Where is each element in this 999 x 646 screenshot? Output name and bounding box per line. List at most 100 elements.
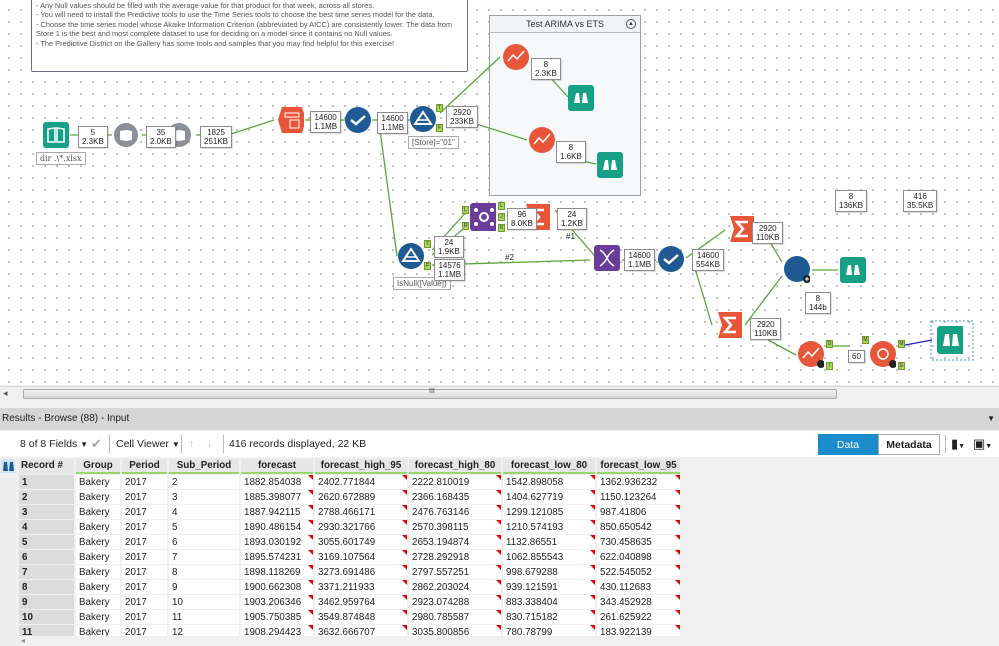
table-cell[interactable]: 2017	[122, 610, 167, 624]
column-header[interactable]: forecast_high_80	[409, 459, 501, 474]
table-cell[interactable]: Bakery	[76, 625, 120, 639]
table-cell[interactable]: Bakery	[76, 610, 120, 624]
d-anchor[interactable]: D	[826, 340, 833, 348]
table-cell[interactable]: 1210.574193	[503, 520, 595, 534]
table-cell[interactable]: 8	[169, 565, 239, 579]
table-cell[interactable]: 830.715182	[503, 610, 595, 624]
true-anchor[interactable]: T	[424, 240, 431, 248]
table-cell[interactable]: 2620.672889	[315, 490, 407, 504]
table-cell[interactable]: Bakery	[76, 595, 120, 609]
join-right-anchor[interactable]: R	[462, 222, 469, 230]
table-cell[interactable]: 1362.936232	[597, 475, 680, 489]
ts-compare-tool[interactable]	[870, 341, 896, 368]
table-cell[interactable]: 2017	[122, 580, 167, 594]
browse-tool-2[interactable]	[597, 152, 623, 178]
table-cell[interactable]: 430.112683	[597, 580, 680, 594]
table-cell[interactable]: 3632.666707	[315, 625, 407, 639]
column-header[interactable]: Record #	[19, 459, 74, 474]
table-cell[interactable]: 3	[169, 490, 239, 504]
table-cell[interactable]: 2222.810019	[409, 475, 501, 489]
summarize-tool-3[interactable]	[716, 312, 742, 338]
column-header[interactable]: Sub_Period	[169, 459, 239, 474]
summarize-tool-2[interactable]	[728, 216, 754, 242]
table-cell[interactable]: 1132.86551	[503, 535, 595, 549]
table-cell[interactable]: 4	[169, 505, 239, 519]
record-number-cell[interactable]: 4	[19, 520, 74, 534]
table-cell[interactable]: 1885.398077	[241, 490, 313, 504]
table-cell[interactable]: 5	[169, 520, 239, 534]
workflow-canvas[interactable]: - Any Null values should be filled with …	[0, 0, 999, 385]
join-j-output[interactable]: J	[498, 213, 505, 221]
column-header[interactable]: Group	[76, 459, 120, 474]
join-left-anchor[interactable]: L	[462, 206, 469, 214]
copy-icon[interactable]: ▮▼	[951, 436, 966, 451]
join-l-output[interactable]: L	[498, 202, 505, 210]
tab-metadata[interactable]: Metadata	[878, 434, 940, 455]
table-cell[interactable]: 522.545052	[597, 565, 680, 579]
table-cell[interactable]: 10	[169, 595, 239, 609]
table-cell[interactable]: 3462.959764	[315, 595, 407, 609]
table-cell[interactable]: 1900.662308	[241, 580, 313, 594]
panel-menu-icon[interactable]: ▼	[987, 414, 995, 423]
table-cell[interactable]: 1905.750385	[241, 610, 313, 624]
table-cell[interactable]: 939.121591	[503, 580, 595, 594]
table-cell[interactable]: Bakery	[76, 550, 120, 564]
table-cell[interactable]: 1404.627719	[503, 490, 595, 504]
record-number-cell[interactable]: 1	[19, 475, 74, 489]
canvas-horizontal-scrollbar[interactable]: ◂ III	[0, 386, 999, 400]
collapse-icon[interactable]: ▲	[626, 19, 636, 29]
table-cell[interactable]: 3549.874848	[315, 610, 407, 624]
table-cell[interactable]: Bakery	[76, 580, 120, 594]
arrow-up-icon[interactable]: ↑	[189, 438, 195, 450]
record-number-cell[interactable]: 2	[19, 490, 74, 504]
table-cell[interactable]: 1542.898058	[503, 475, 595, 489]
scrollbar-thumb[interactable]: III	[23, 388, 837, 399]
table-cell[interactable]: 2402.771844	[315, 475, 407, 489]
true-anchor[interactable]: T	[436, 104, 443, 112]
table-cell[interactable]: 2930.321766	[315, 520, 407, 534]
record-number-cell[interactable]: 7	[19, 565, 74, 579]
table-cell[interactable]: Bakery	[76, 565, 120, 579]
table-cell[interactable]: 883.338404	[503, 595, 595, 609]
table-cell[interactable]: 2017	[122, 595, 167, 609]
ets-tool[interactable]	[529, 127, 555, 153]
table-cell[interactable]: 343.452928	[597, 595, 680, 609]
table-cell[interactable]: 3055.601749	[315, 535, 407, 549]
apply-check-icon[interactable]: ✔	[91, 436, 102, 451]
table-cell[interactable]: 2570.398115	[409, 520, 501, 534]
table-cell[interactable]: 183.922139	[597, 625, 680, 639]
table-cell[interactable]: 1150.123264	[597, 490, 680, 504]
table-cell[interactable]: 730.458635	[597, 535, 680, 549]
false-anchor[interactable]: F	[436, 124, 443, 132]
e-anchor[interactable]: E	[898, 362, 905, 370]
table-cell[interactable]: 2653.194874	[409, 535, 501, 549]
scroll-left-icon[interactable]: ◂	[3, 388, 8, 398]
table-cell[interactable]: 2017	[122, 505, 167, 519]
browse-tool-selected[interactable]	[937, 326, 963, 354]
ts-forecast-tool[interactable]	[798, 341, 824, 368]
column-header[interactable]: Period	[122, 459, 167, 474]
directory-tool[interactable]	[43, 122, 69, 148]
table-cell[interactable]: 1903.206346	[241, 595, 313, 609]
table-cell[interactable]: 1062.855543	[503, 550, 595, 564]
table-cell[interactable]: 2017	[122, 475, 167, 489]
transform-tool[interactable]	[278, 107, 304, 133]
column-header[interactable]: forecast_low_95	[597, 459, 680, 474]
dynamic-input-tool[interactable]	[113, 122, 139, 148]
table-cell[interactable]: 2017	[122, 565, 167, 579]
join-tool[interactable]	[470, 203, 496, 231]
table-cell[interactable]: 1895.574231	[241, 550, 313, 564]
table-cell[interactable]: 2476.763146	[409, 505, 501, 519]
table-cell[interactable]: Bakery	[76, 475, 120, 489]
table-cell[interactable]: 2728.292918	[409, 550, 501, 564]
table-cell[interactable]: Bakery	[76, 535, 120, 549]
table-cell[interactable]: 2017	[122, 520, 167, 534]
